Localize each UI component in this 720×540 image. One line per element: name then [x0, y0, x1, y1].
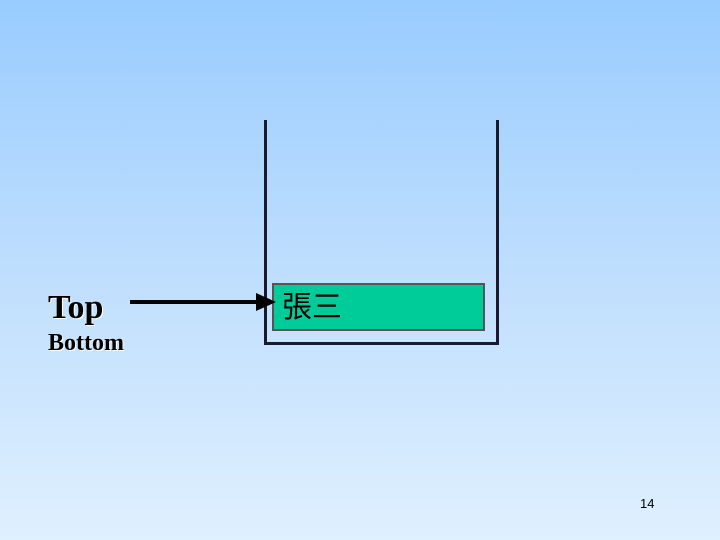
- top-pointer-label: Top: [48, 289, 104, 326]
- top-pointer-arrow: [130, 293, 276, 311]
- stack-item-label: 張三: [282, 290, 342, 325]
- stack-left-wall: [264, 120, 267, 345]
- arrow-head-icon: [256, 293, 276, 311]
- stack-item: 張三: [272, 283, 485, 331]
- page-number: 14: [640, 496, 655, 511]
- stack-base: [264, 342, 499, 345]
- stack-right-wall: [496, 120, 499, 345]
- bottom-label: Bottom: [48, 330, 124, 356]
